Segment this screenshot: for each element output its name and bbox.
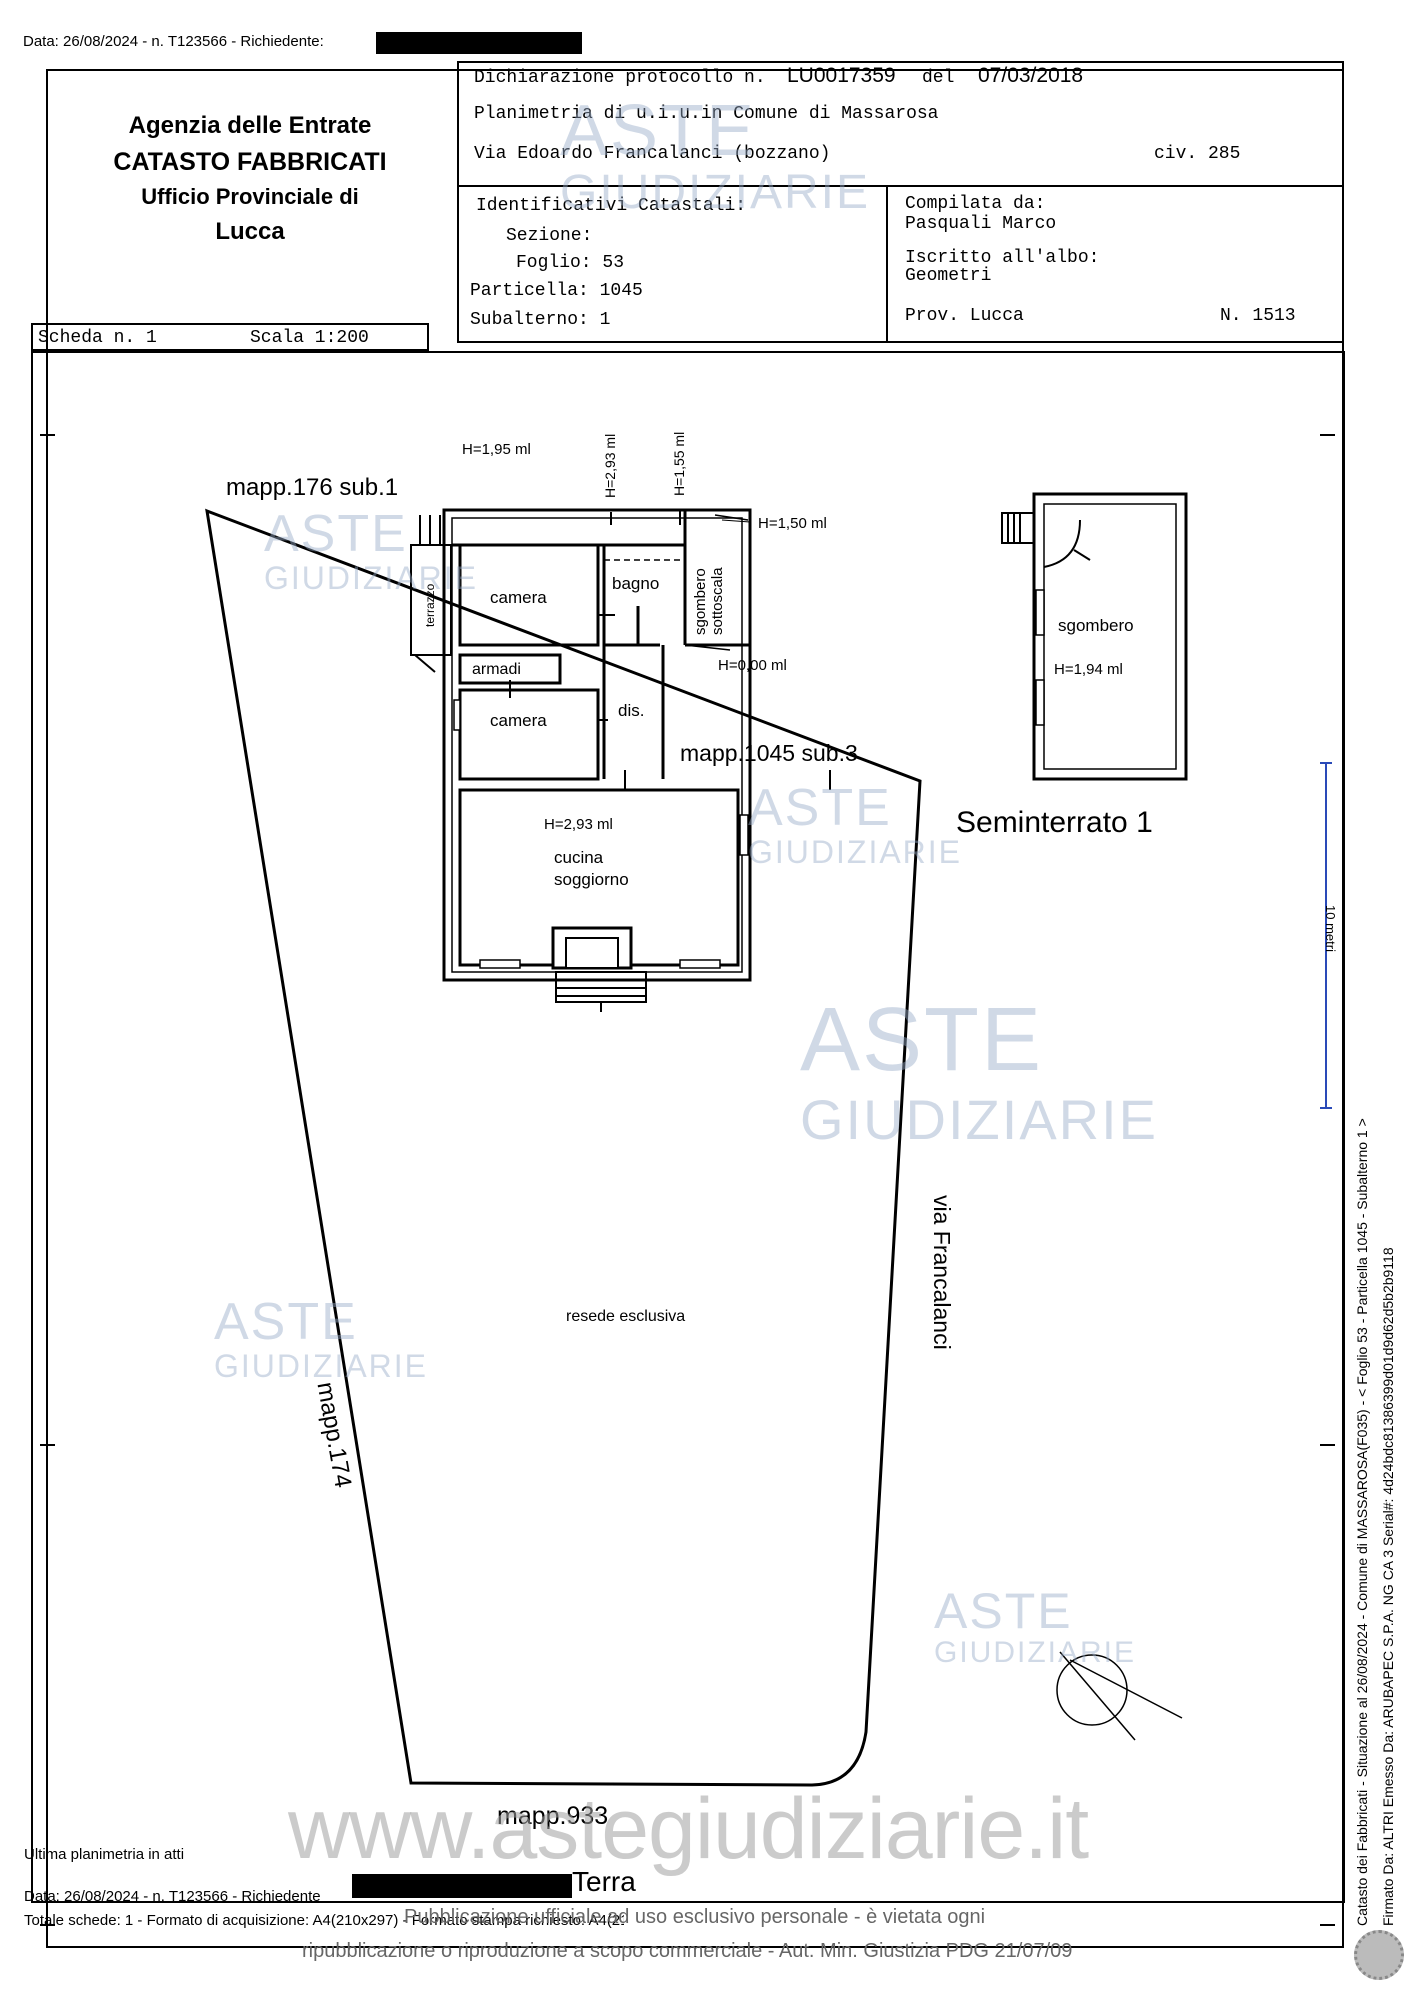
footer-ultima: Ultima planimetria in atti <box>24 1846 185 1863</box>
protocol-date: 07/03/2018 <box>978 64 1084 87</box>
label-via-francalanci: via Francalanci <box>928 1195 955 1350</box>
identifiers-title: Identificativi Catastali: <box>476 196 747 216</box>
room-dis: dis. <box>618 701 645 720</box>
compiled-label: Compilata da: <box>905 194 1046 214</box>
agency-name: Agenzia delle Entrate <box>128 112 372 139</box>
footer-totale: Totale schede: 1 - Formato di acquisizio… <box>24 1912 624 1929</box>
albo-number: N. 1513 <box>1220 306 1296 326</box>
label-h-155: H=1,55 ml <box>671 431 687 496</box>
label-resede: resede esclusiva <box>566 1308 686 1325</box>
footer-data: Data: 26/08/2024 - n. T123566 - Richiede… <box>24 1888 321 1905</box>
wm-giudiziarie-text-3: GIUDIZIARIE <box>748 834 963 870</box>
footer-pubblicazione-2: ripubblicazione o riproduzione a scopo c… <box>302 1940 1073 1962</box>
particella-field: Particella: 1045 <box>470 281 643 301</box>
prov-value: Prov. Lucca <box>905 306 1024 326</box>
room-cucina: cucina <box>554 848 604 867</box>
office-city: Lucca <box>215 218 285 245</box>
albo-label: Iscritto all'albo: <box>905 248 1100 268</box>
label-h-194: H=1,94 ml <box>1054 661 1123 678</box>
compiled-name: Pasquali Marco <box>905 214 1057 234</box>
wm-giudiziarie-text-4: GIUDIZIARIE <box>800 1088 1159 1151</box>
label-seminterrato: Seminterrato 1 <box>956 806 1153 839</box>
wm-giudiziarie-text-5: GIUDIZIARIE <box>214 1348 429 1384</box>
room-soggiorno: soggiorno <box>554 870 629 889</box>
foglio-field: Foglio: 53 <box>516 253 625 273</box>
label-h-293-top: H=2,93 ml <box>602 433 618 498</box>
room-camera-2: camera <box>490 711 547 730</box>
catasto-title: CATASTO FABBRICATI <box>113 148 387 176</box>
wm-giudiziarie-text-6: GIUDIZIARIE <box>934 1636 1137 1669</box>
via-text: via Francalanci <box>929 1195 955 1350</box>
seal-icon <box>1354 1930 1404 1980</box>
label-mapp-933: mapp.933 <box>497 1802 609 1830</box>
civic-number: civ. 285 <box>1154 144 1241 164</box>
label-scale-bar: 10 metri <box>1323 905 1338 952</box>
scale-label: Scala 1:200 <box>250 328 369 348</box>
protocol-number: LU0017359 <box>787 64 896 87</box>
room-armadi: armadi <box>472 661 521 678</box>
label-mapp-1045: mapp.1045 sub.3 <box>680 740 858 766</box>
top-request-meta: Data: 26/08/2024 - n. T123566 - Richiede… <box>23 33 324 50</box>
wm-aste-text-2: ASTE <box>264 505 408 563</box>
side-situation-text: Catasto dei Fabbricati - Situazione al 2… <box>1354 1118 1370 1926</box>
label-mapp-176: mapp.176 sub.1 <box>226 474 399 501</box>
room-sgombero: sgombero <box>1058 616 1134 635</box>
wm-aste-text-5: ASTE <box>214 1293 358 1351</box>
piano-terra-label: Terra <box>572 1866 636 1897</box>
label-h-195: H=1,95 ml <box>462 441 531 458</box>
room-bagno: bagno <box>612 574 660 593</box>
scale-bar-text: 10 metri <box>1323 905 1338 952</box>
albo-value: Geometri <box>905 266 992 286</box>
planimetry-line: Planimetria di u.i.u.in Comune di Massar… <box>474 104 939 124</box>
wm-giudiziarie-text-2: GIUDIZIARIE <box>264 560 479 596</box>
wm-giudiziarie-text-1: GIUDIZIARIE <box>560 166 871 219</box>
wm-aste-text-4: ASTE <box>800 990 1044 1090</box>
redacted-requester-footer <box>352 1874 572 1898</box>
wm-aste-text-3: ASTE <box>748 779 892 837</box>
office-label: Ufficio Provinciale di <box>141 184 359 209</box>
redacted-requester <box>376 32 582 54</box>
label-h-293: H=2,93 ml <box>544 816 613 833</box>
watermark-url: www.astegiudiziarie.it <box>288 1781 1089 1877</box>
wm-aste-text-1: ASTE <box>560 91 757 171</box>
sottoscala-text: sgombero sottoscala <box>692 567 726 635</box>
room-camera-1: camera <box>490 588 547 607</box>
footer-pubblicazione-1: Pubblicazione ufficiale ad uso esclusivo… <box>404 1906 986 1928</box>
scheda-label: Scheda n. 1 <box>38 328 157 348</box>
room-sgombero-sottoscala: sgombero sottoscala <box>692 515 726 635</box>
protocol-date-label: del <box>922 68 955 88</box>
wm-aste-text-6: ASTE <box>934 1583 1073 1639</box>
address-line: Via Edoardo Francalanci (bozzano) <box>474 144 831 164</box>
label-h-000: H=0,00 ml <box>718 657 787 674</box>
sezione-field: Sezione: <box>506 226 593 246</box>
side-signature-text: Firmato Da: ALTRI Emesso Da: ARUBAPEC S.… <box>1380 1247 1396 1926</box>
protocol-label: Dichiarazione protocollo n. <box>474 68 766 88</box>
subalterno-field: Subalterno: 1 <box>470 310 611 330</box>
label-h-150: H=1,50 ml <box>758 515 827 532</box>
